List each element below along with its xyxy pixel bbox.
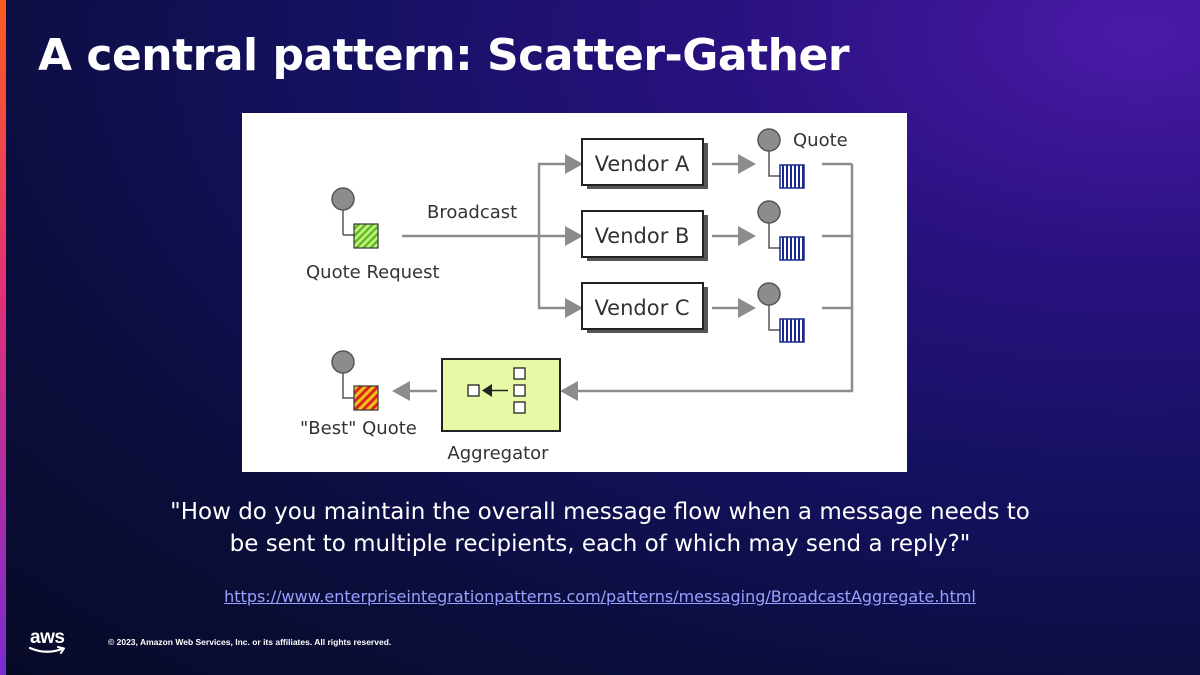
question-quote: "How do you maintain the overall message… — [100, 496, 1100, 560]
quote-request-endpoint — [331, 187, 355, 236]
best-quote-label: "Best" Quote — [300, 418, 417, 439]
best-quote-endpoint — [331, 350, 355, 399]
aws-smile-icon — [28, 646, 65, 654]
gather-arrowhead — [560, 381, 578, 401]
reply-channel-a — [757, 128, 805, 189]
reply-channel-b — [757, 200, 805, 261]
accent-bar — [0, 0, 6, 675]
aggregator-label: Aggregator — [447, 443, 549, 464]
broadcast-arrowheads — [565, 154, 583, 318]
vendor-output-arrows — [712, 154, 756, 318]
vendor-b-box: Vendor B — [581, 210, 708, 261]
broadcast-label: Broadcast — [427, 202, 517, 223]
scatter-gather-diagram: Quote Request Broadcast Vendor A Vendor … — [242, 113, 907, 472]
quote-line-1: "How do you maintain the overall message… — [170, 499, 1030, 525]
reference-link-container: https://www.enterpriseintegrationpattern… — [100, 587, 1100, 606]
vendor-a-box: Vendor A — [581, 138, 708, 189]
vendor-c-label: Vendor C — [594, 296, 689, 320]
aws-logo: aws — [28, 628, 72, 658]
request-message-icon — [353, 223, 379, 249]
quote-label: Quote — [793, 130, 848, 151]
best-quote-arrowhead — [392, 381, 410, 401]
vendor-b-label: Vendor B — [595, 224, 690, 248]
vendor-a-label: Vendor A — [595, 152, 690, 176]
reference-link[interactable]: https://www.enterpriseintegrationpattern… — [224, 587, 976, 606]
gather-arrows — [576, 162, 854, 393]
aggregator-box — [441, 358, 561, 432]
broadcast-arrows — [402, 162, 567, 310]
best-quote-message-icon — [353, 385, 379, 411]
quote-line-2: be sent to multiple recipients, each of … — [229, 531, 971, 557]
quote-request-label: Quote Request — [306, 262, 440, 283]
vendor-c-box: Vendor C — [581, 282, 708, 333]
copyright-text: © 2023, Amazon Web Services, Inc. or its… — [108, 637, 392, 647]
slide-title: A central pattern: Scatter-Gather — [38, 30, 850, 81]
reply-channel-c — [757, 282, 805, 343]
aws-logo-text: aws — [30, 627, 65, 648]
